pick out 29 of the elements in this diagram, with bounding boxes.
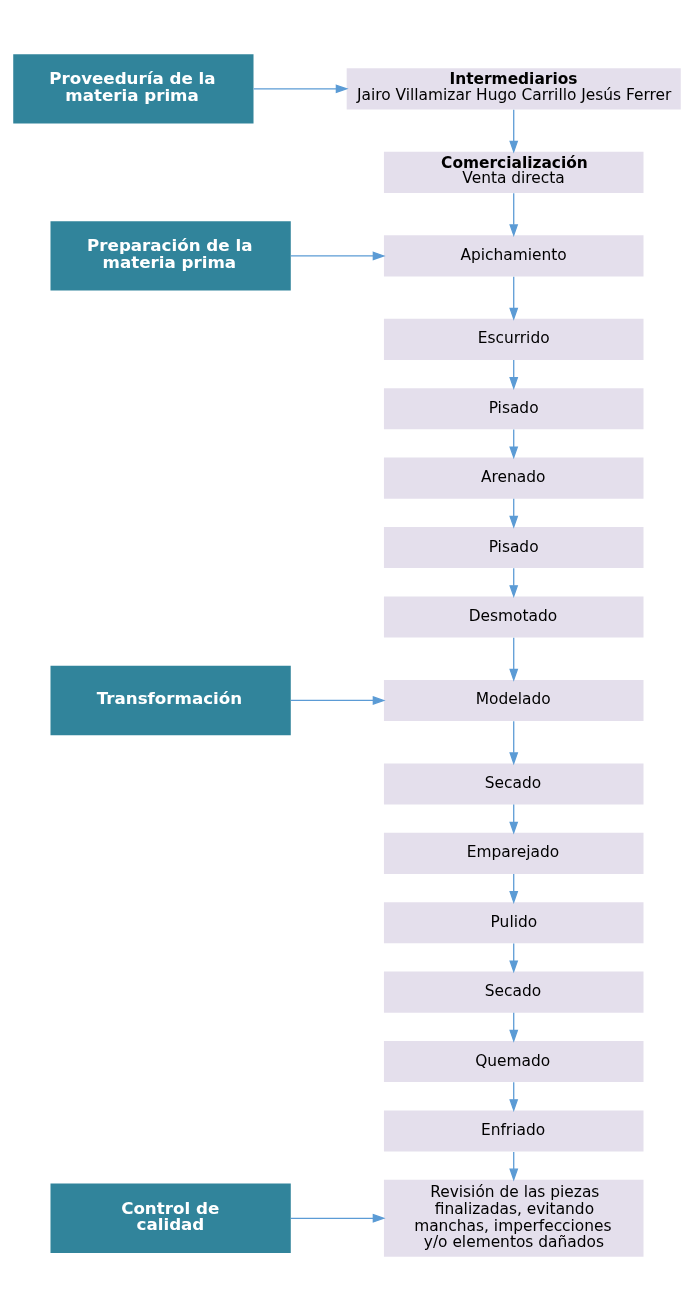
node-box: Emparejado	[383, 832, 644, 874]
arrow	[290, 1213, 386, 1223]
arrow	[290, 695, 386, 705]
node-box: Control de calidad	[50, 1183, 291, 1253]
node-box: Quemado	[383, 1040, 644, 1082]
node-box: Apichamiento	[383, 234, 644, 276]
arrow	[509, 636, 519, 682]
arrow	[509, 275, 519, 321]
node-box: Arenado	[383, 457, 644, 499]
arrow	[509, 192, 519, 237]
arrow	[509, 108, 519, 154]
node-box: Secado	[383, 971, 644, 1013]
node-box: Proveeduría de la materia prima	[13, 53, 254, 124]
node-box: Preparación de la materia prima	[50, 220, 291, 291]
node-box: Comercialización Venta directa	[383, 151, 644, 193]
arrow	[290, 250, 386, 260]
node-box: Pulido	[383, 901, 644, 943]
node-box: Pisado	[383, 526, 644, 568]
node-box: Desmotado	[383, 595, 644, 637]
arrow	[509, 720, 519, 765]
node-box: Enfriado	[383, 1109, 644, 1151]
node-box: Escurrido	[383, 318, 644, 360]
node-box: Secado	[383, 762, 644, 805]
node-box: Modelado	[383, 679, 644, 721]
node-box: Intermediarios Jairo Villamizar Hugo Carrillo Jesús Ferrer	[346, 67, 681, 109]
arrow	[253, 83, 349, 93]
node-box: Transformación	[50, 665, 291, 735]
node-box: Pisado	[383, 387, 644, 429]
node-box: Revisión de las piezas finalizadas, evitando manchas, imperfecciones y/o elementos dañados	[383, 1179, 644, 1257]
